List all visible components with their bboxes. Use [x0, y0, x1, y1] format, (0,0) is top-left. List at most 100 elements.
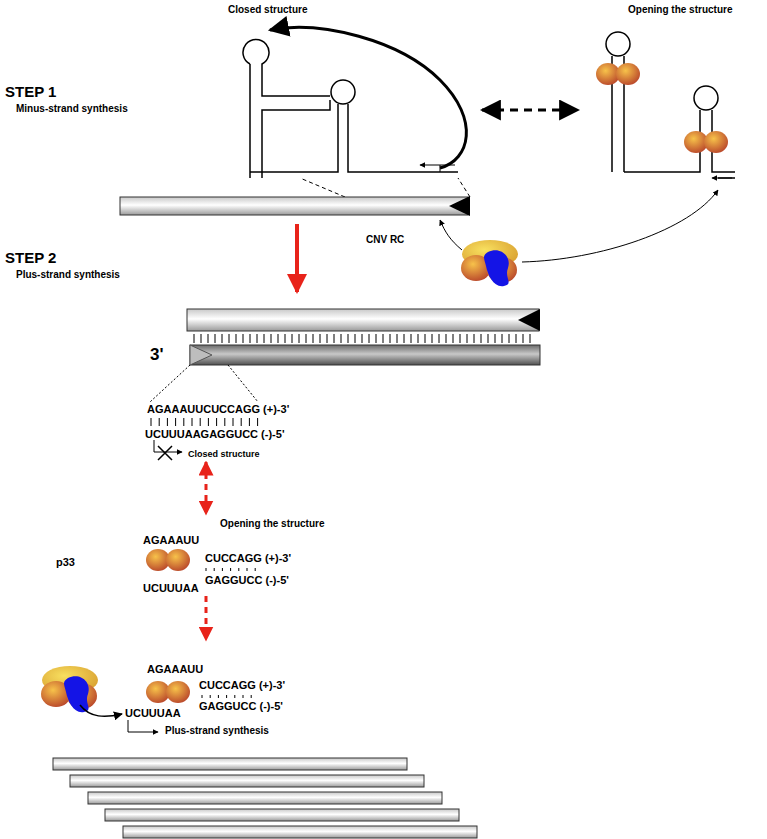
- illustration-stroke: [474, 334, 475, 343]
- illustration-stroke: [120, 197, 468, 215]
- illustration-stroke: [369, 334, 370, 343]
- illustration-stroke: [183, 418, 184, 426]
- annotation-label: Opening the structure: [220, 518, 324, 529]
- annotation-label: Closed structure: [188, 450, 260, 460]
- illustration-stroke: [390, 334, 391, 343]
- illustration-stroke: [295, 224, 299, 292]
- illustration-stroke: [80, 705, 122, 716]
- illustration-stroke: [299, 334, 300, 343]
- illustration-stroke: [200, 418, 201, 426]
- illustration-stroke: [596, 63, 640, 85]
- illustration-stroke: [230, 568, 231, 571]
- sequence-text: CUCCAGG (+)-3': [199, 679, 285, 691]
- illustration-stroke: [243, 695, 244, 698]
- illustration-stroke: [128, 720, 158, 732]
- illustration-stroke: [175, 418, 176, 426]
- illustration-stroke: [624, 110, 735, 172]
- illustration-stroke: [201, 334, 202, 343]
- annotation-label: Plus-strand synthesis: [165, 725, 269, 736]
- illustration-stroke: [331, 80, 355, 104]
- illustration-stroke: [341, 334, 342, 343]
- illustration-stroke: [404, 334, 405, 343]
- sequence-text: AGAAAUUCUCCAGG (+)-3': [147, 403, 289, 415]
- illustration-stroke: [440, 220, 462, 250]
- illustration-stroke: [202, 695, 203, 698]
- illustration-stroke: [467, 334, 468, 343]
- illustration-stroke: [530, 334, 531, 343]
- illustration-stroke: [229, 334, 230, 343]
- illustration-stroke: [88, 792, 442, 804]
- illustration-stroke: [362, 334, 363, 343]
- sequence-text: CUCCAGG (+)-3': [205, 552, 291, 564]
- illustration-stroke: [518, 309, 540, 331]
- illustration-stroke: [257, 418, 258, 426]
- illustration-stroke: [606, 32, 630, 56]
- illustration-stroke: [306, 334, 307, 343]
- illustration-stroke: [334, 334, 335, 343]
- illustration-stroke: [187, 309, 539, 331]
- illustration-stroke: [210, 695, 211, 698]
- illustration-stroke: [411, 334, 412, 343]
- illustration-stroke: [684, 131, 728, 153]
- illustration-stroke: [461, 240, 518, 286]
- annotation-label: STEP 2: [5, 250, 56, 267]
- annotation-label: CNV RC: [366, 234, 404, 245]
- illustration-stroke: [313, 334, 314, 343]
- illustration-stroke: [523, 334, 524, 343]
- illustration-stroke: [502, 334, 503, 343]
- illustration-stroke: [215, 334, 216, 343]
- illustration-stroke: [446, 334, 447, 343]
- illustration-stroke: [249, 172, 251, 178]
- illustration-stroke: [216, 418, 217, 426]
- illustration-stroke: [320, 334, 321, 343]
- illustration-stroke: [105, 809, 459, 821]
- illustration-stroke: [482, 109, 578, 112]
- illustration-stroke: [249, 418, 250, 426]
- illustration-stroke: [123, 826, 477, 838]
- illustration-stroke: [226, 695, 227, 698]
- sequence-text: GAGGUCC (-)-5': [205, 574, 289, 586]
- illustration-stroke: [53, 758, 477, 838]
- illustration-stroke: [257, 334, 258, 343]
- illustration-stroke: [194, 334, 195, 343]
- illustration-stroke: [247, 568, 248, 571]
- illustration-stroke: [488, 334, 489, 343]
- illustration-stroke: [327, 334, 328, 343]
- illustration-stroke: [233, 418, 234, 426]
- illustration-stroke: [250, 120, 338, 172]
- illustration-stroke: [146, 681, 190, 703]
- illustration-stroke: [251, 695, 252, 698]
- illustration-stroke: [214, 568, 215, 571]
- illustration-stroke: [495, 334, 496, 343]
- illustration-stroke: [694, 86, 718, 110]
- illustration-stroke: [270, 27, 466, 168]
- illustration-stroke: [355, 334, 356, 343]
- illustration-stroke: [285, 334, 286, 343]
- illustration-stroke: [224, 418, 225, 426]
- annotation-label: Plus-strand synthesis: [16, 269, 120, 280]
- illustration-stroke: [192, 418, 193, 426]
- illustration-stroke: [243, 334, 244, 343]
- annotation-label: Opening the structure: [628, 4, 732, 15]
- illustration-stroke: [159, 418, 160, 426]
- illustration-stroke: [190, 345, 212, 365]
- illustration-stroke: [383, 334, 384, 343]
- illustration-stroke: [206, 568, 207, 571]
- illustration-stroke: [158, 446, 172, 460]
- illustration-stroke: [278, 334, 279, 343]
- annotation-label: p33: [56, 556, 75, 568]
- illustration-stroke: [261, 172, 263, 178]
- illustration-stroke: [348, 334, 349, 343]
- illustration-stroke: [202, 695, 251, 698]
- illustration-stroke: [150, 365, 258, 402]
- illustration-stroke: [151, 418, 258, 426]
- illustration-stroke: [509, 334, 510, 343]
- sequence-text: UCUUUAA: [125, 707, 181, 719]
- illustration-stroke: [449, 196, 470, 216]
- illustration-stroke: [516, 334, 517, 343]
- illustration-stroke: [271, 334, 272, 343]
- illustration-stroke: [425, 334, 426, 343]
- sequence-text: AGAAAUU: [143, 534, 199, 546]
- sequence-text: UCUUUAA: [143, 582, 199, 594]
